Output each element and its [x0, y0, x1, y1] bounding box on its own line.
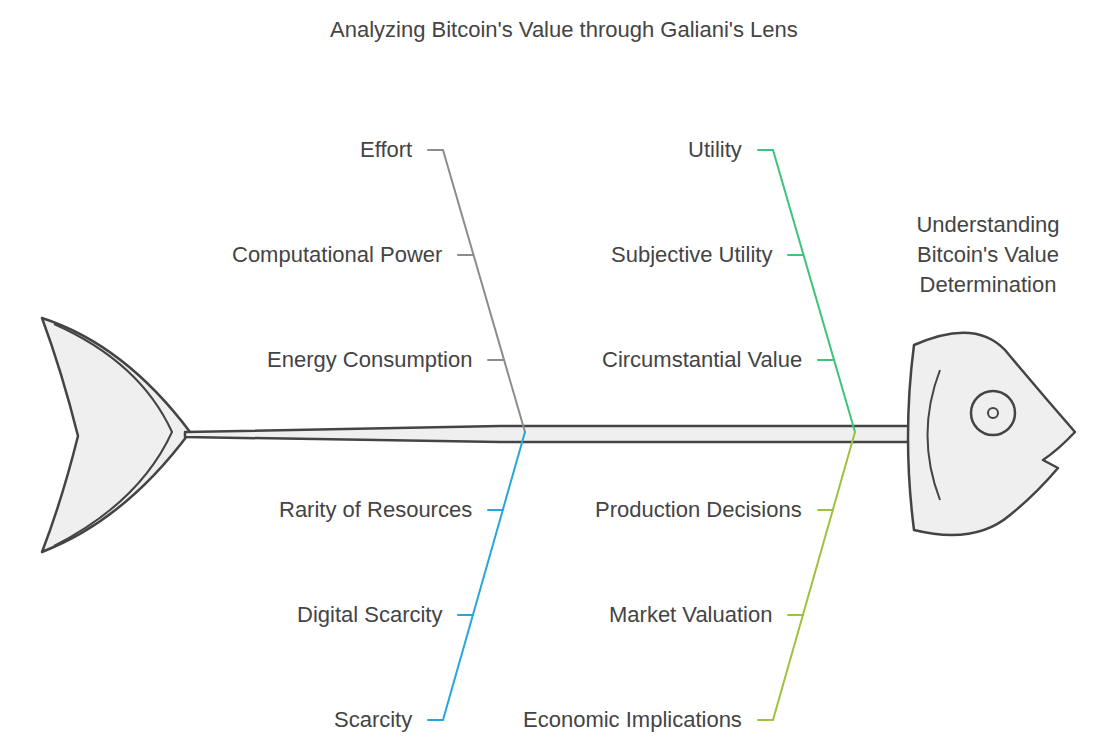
bone-label: Market Valuation	[609, 600, 772, 630]
bone-tick	[458, 614, 473, 616]
bone-label: Economic Implications	[523, 705, 742, 735]
fish-tail-line	[54, 324, 172, 546]
diagram-title: Analyzing Bitcoin's Value through Galian…	[330, 15, 798, 45]
bone-label: Utility	[688, 135, 742, 165]
fish-spine	[185, 426, 912, 442]
head-label: Understanding Bitcoin's Value Determinat…	[893, 210, 1083, 300]
bone-tick	[458, 254, 473, 256]
fish-gill	[928, 370, 941, 500]
fish-eye	[971, 391, 1015, 435]
bone-label: Effort	[360, 135, 412, 165]
bone-tick	[818, 359, 833, 361]
scarcity-bone	[428, 432, 525, 720]
bone-label: Production Decisions	[595, 495, 802, 525]
fish-pupil	[988, 408, 998, 418]
bone-label: Circumstantial Value	[602, 345, 802, 375]
fish-head	[908, 333, 1075, 535]
bone-label: Rarity of Resources	[279, 495, 472, 525]
fish-tail	[42, 318, 190, 552]
bone-label: Subjective Utility	[611, 240, 772, 270]
bone-label: Computational Power	[232, 240, 442, 270]
bone-tick	[788, 254, 803, 256]
bone-label: Digital Scarcity	[297, 600, 442, 630]
bone-tick	[488, 359, 503, 361]
economic-bone	[758, 432, 855, 720]
bone-label: Energy Consumption	[267, 345, 472, 375]
bone-tick	[488, 509, 503, 511]
utility-bone	[758, 150, 855, 432]
bone-tick	[818, 509, 833, 511]
effort-bone	[428, 150, 525, 432]
bone-tick	[788, 614, 803, 616]
bone-label: Scarcity	[334, 705, 412, 735]
